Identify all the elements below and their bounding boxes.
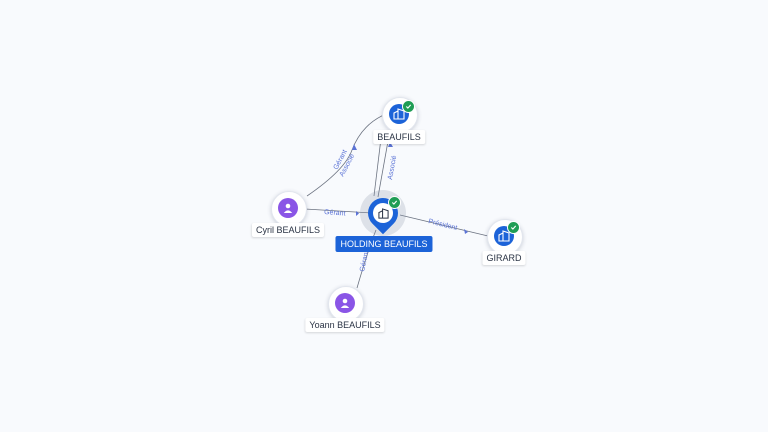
arrow-cyril-holding: [356, 211, 359, 216]
edge-holding-girard: [399, 214, 489, 237]
person-badge: [335, 293, 355, 313]
arrow-cyril-beaufils: [352, 144, 357, 150]
person-badge: [278, 198, 298, 218]
verified-check-icon: [507, 221, 520, 234]
node-holding-beaufils[interactable]: [360, 190, 408, 240]
verified-check-icon: [388, 196, 401, 209]
edge-label-yoann-holding-gerant: Gérant: [359, 250, 370, 272]
node-label-holding-beaufils[interactable]: HOLDING BEAUFILS: [335, 236, 433, 252]
arrow-holding-girard: [464, 229, 468, 234]
person-icon: [340, 298, 350, 308]
building-icon: [498, 230, 510, 242]
verified-check-icon: [402, 100, 415, 113]
edge-cyril-beaufils: [306, 113, 387, 197]
edge-yoann-holding: [356, 229, 377, 289]
edge-label-holding-beaufils-associe: Associé: [387, 155, 398, 180]
building-icon: [377, 207, 389, 219]
node-label-cyril-beaufils[interactable]: Cyril BEAUFILS: [251, 223, 325, 237]
arrow-holding-beaufils: [388, 142, 393, 147]
edge-label-holding-girard-president: Président: [428, 218, 458, 232]
node-label-beaufils[interactable]: BEAUFILS: [373, 130, 425, 144]
person-icon: [283, 203, 293, 213]
holding-pin-inner: [373, 203, 393, 223]
edge-cyril-holding: [304, 208, 373, 214]
edge-label-cyril-holding-gerant: Gérant: [324, 209, 346, 217]
node-label-yoann-beaufils[interactable]: Yoann BEAUFILS: [305, 318, 385, 332]
node-label-girard[interactable]: GIRARD: [482, 251, 526, 265]
